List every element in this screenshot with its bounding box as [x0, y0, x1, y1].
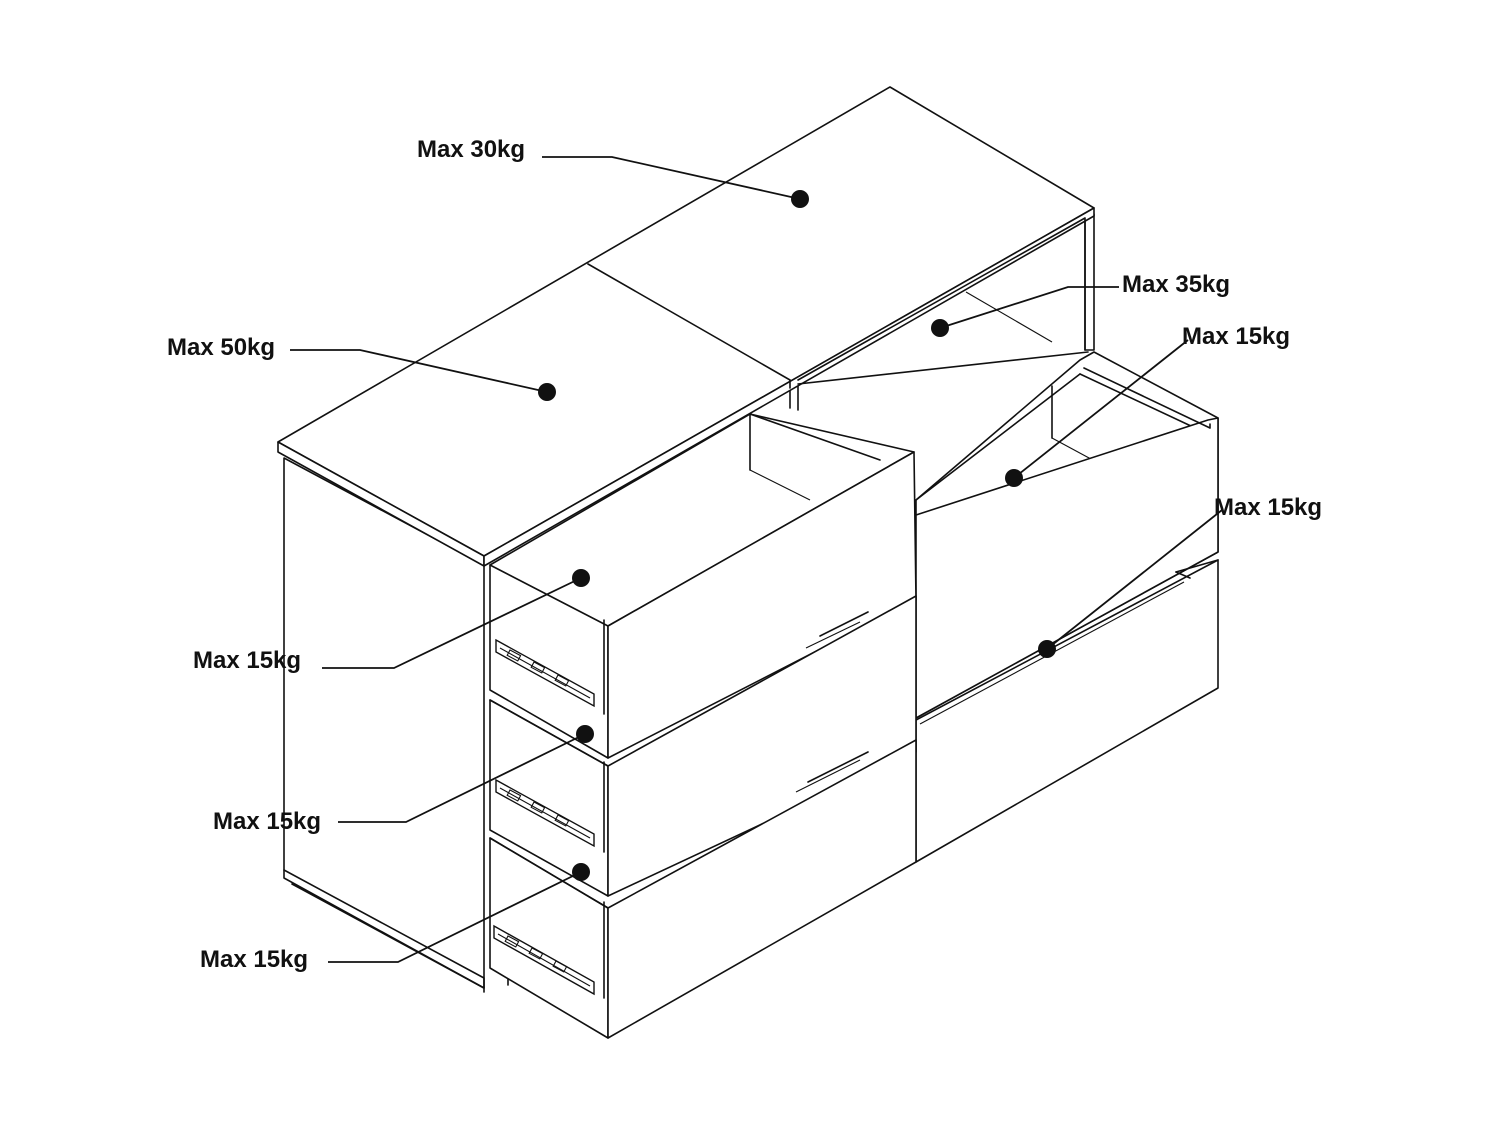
- drawer-left-2: [489, 595, 917, 897]
- label-drawer-upper-right: Max 15kg: [1182, 323, 1290, 350]
- drawer-slides: [493, 638, 595, 996]
- marker-dot: [538, 383, 556, 401]
- label-top-left: Max 50kg: [167, 334, 275, 361]
- slide-2: [495, 778, 595, 848]
- marker-dot: [1038, 640, 1056, 658]
- label-drawer-left-2: Max 15kg: [213, 808, 321, 835]
- callout-drawer-upper-right: Max 15kg: [1005, 323, 1290, 487]
- callout-top-left: Max 50kg: [167, 334, 556, 401]
- marker-dot: [572, 863, 590, 881]
- callout-drawer-left-2: Max 15kg: [213, 725, 594, 835]
- label-top-right: Max 30kg: [417, 136, 525, 163]
- callout-drawer-lower-right: Max 15kg: [1038, 494, 1322, 658]
- drawer-left-1: [489, 413, 917, 759]
- label-drawer-lower-right: Max 15kg: [1214, 494, 1322, 521]
- label-drawer-left-3: Max 15kg: [200, 946, 308, 973]
- cabinet-top: [277, 86, 1095, 567]
- marker-dot: [572, 569, 590, 587]
- slide-3: [493, 924, 595, 996]
- marker-dot: [1005, 469, 1023, 487]
- right-back-upright: [1084, 213, 1095, 351]
- callout-shelf-right: Max 35kg: [931, 271, 1230, 337]
- label-drawer-left-1: Max 15kg: [193, 647, 301, 674]
- callout-top-right: Max 30kg: [417, 136, 809, 208]
- marker-dot: [931, 319, 949, 337]
- drawer-left-3: [489, 739, 917, 1039]
- marker-dot: [576, 725, 594, 743]
- drawer-upper-right: [915, 351, 1219, 719]
- open-shelf-right: [797, 217, 1089, 385]
- marker-dot: [791, 190, 809, 208]
- slide-1: [495, 638, 595, 708]
- callout-drawer-left-3: Max 15kg: [200, 863, 590, 973]
- callout-drawer-left-1: Max 15kg: [193, 569, 590, 674]
- label-shelf-right: Max 35kg: [1122, 271, 1230, 298]
